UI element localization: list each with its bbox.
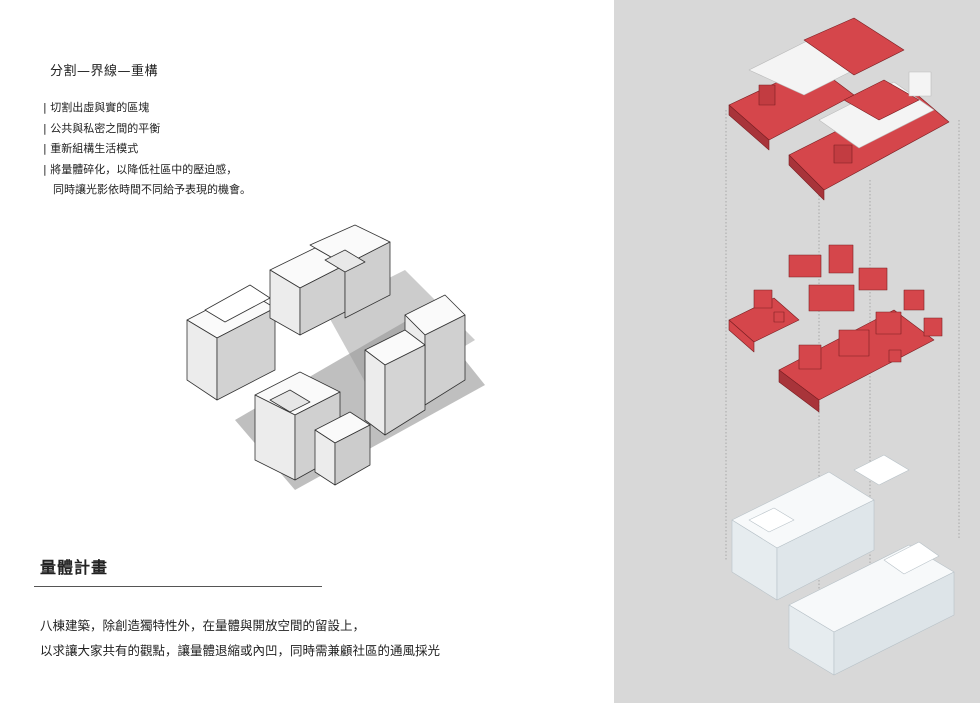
section-title: 量體計畫 bbox=[40, 558, 109, 577]
exploded-axonometric-diagram bbox=[725, 17, 960, 676]
concept-bullet-list: | 切割出虛與實的區塊 | 公共與私密之間的平衡 | 重新組構生活模式 | 將量… bbox=[43, 98, 251, 201]
description-paragraph: 八棟建築，除創造獨特性外，在量體與開放空間的留設上， 以求讓大家共有的觀點，讓量… bbox=[40, 613, 440, 663]
paragraph-line: 八棟建築，除創造獨特性外，在量體與開放空間的留設上， bbox=[40, 618, 366, 633]
bullet-item: | 公共與私密之間的平衡 bbox=[43, 121, 161, 135]
bullet-item: | 重新組構生活模式 bbox=[43, 142, 139, 155]
bullet-item: | 將量體碎化，以降低社區中的壓迫感， bbox=[43, 162, 238, 176]
paragraph-line: 以求讓大家共有的觀點，讓量體退縮或內凹，同時需兼顧社區的通風採光 bbox=[40, 643, 441, 658]
massing-model-illustration bbox=[186, 224, 485, 490]
page-subtitle: 分割—界線—重構 bbox=[50, 64, 159, 79]
bullet-item: | 切割出虛與實的區塊 bbox=[43, 101, 150, 114]
bullet-item-continuation: 同時讓光影依時間不同給予表現的機會。 bbox=[53, 183, 251, 196]
section-divider bbox=[34, 586, 322, 587]
